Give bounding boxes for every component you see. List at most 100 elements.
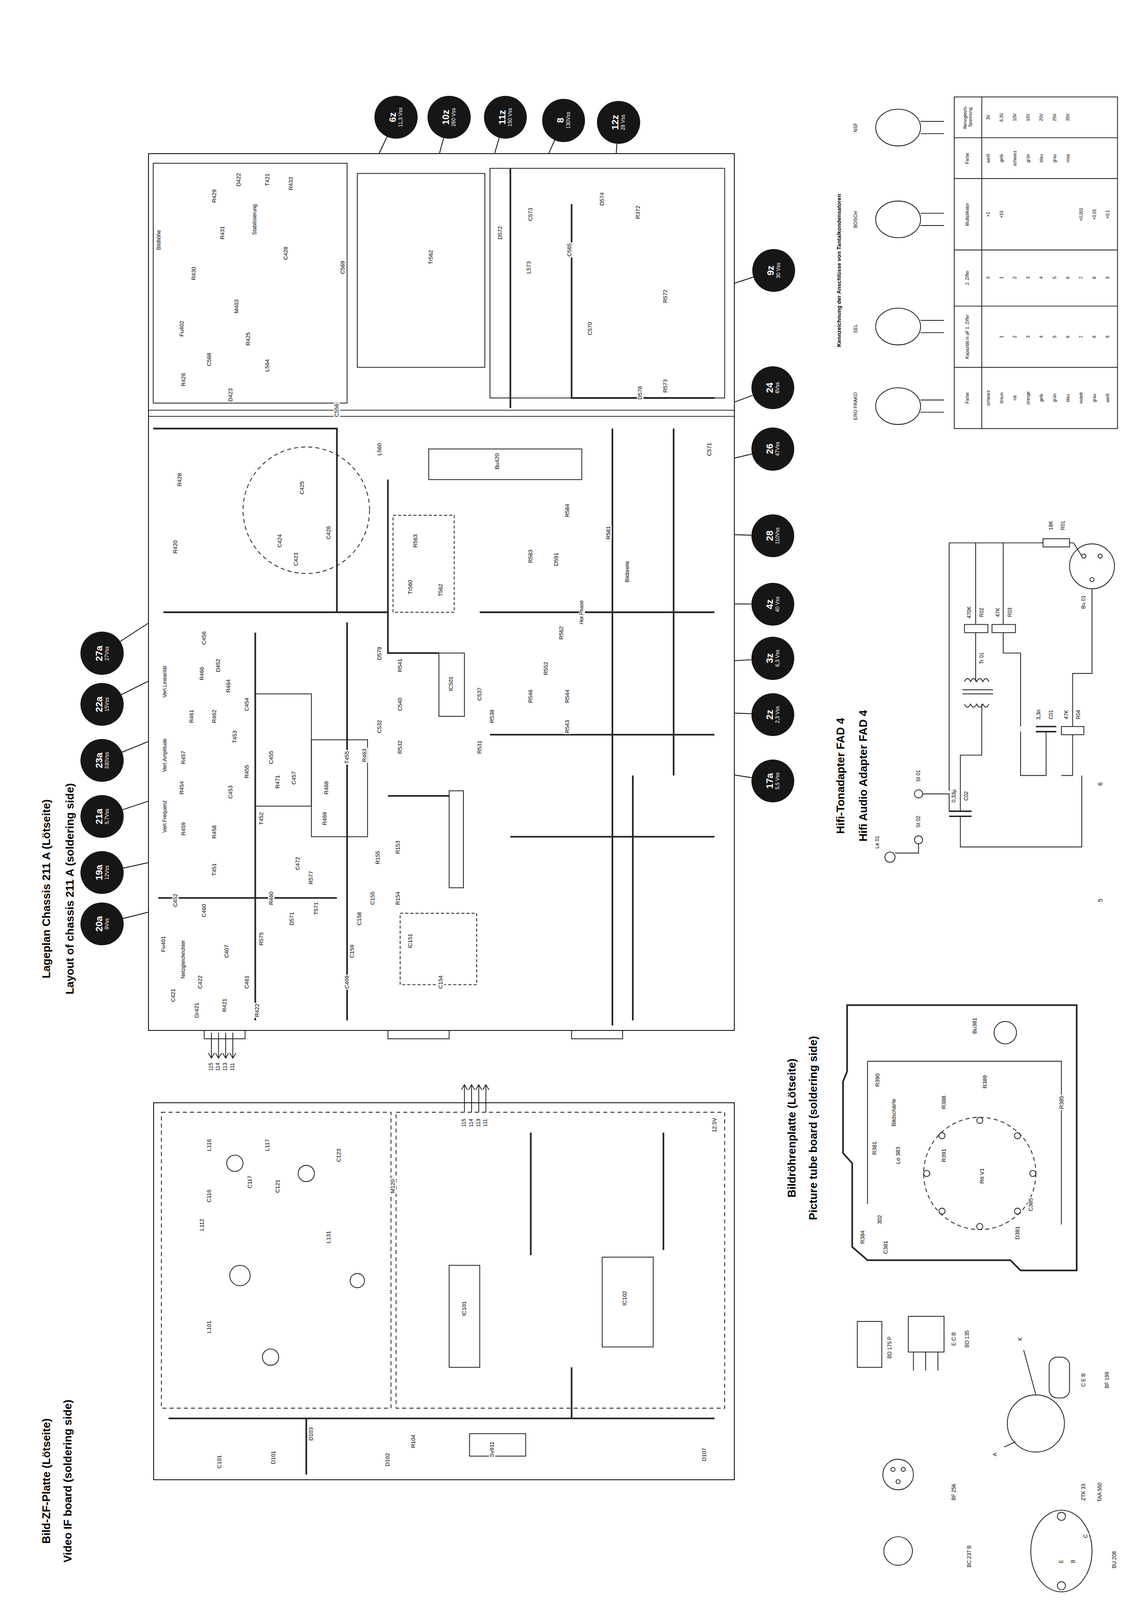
leader-line (122, 862, 148, 869)
part-label: BC 237 B (966, 1544, 973, 1569)
part-label: C425 (299, 480, 306, 496)
if-board-layout-part (396, 1112, 725, 1409)
oscillogram-voltage: 130Vss (565, 111, 572, 129)
picture-tube-board-layout-part (976, 1223, 983, 1230)
part-label: blau (1065, 393, 1071, 404)
part-label: L101 (206, 1319, 213, 1334)
oscillogram-voltage: 6Vss (774, 382, 781, 394)
leader-line (734, 603, 752, 605)
part-label: 12,5V (711, 1116, 718, 1134)
part-label: 2. Ziffer (964, 269, 971, 286)
picture-tube-board-layout-part (1029, 1170, 1036, 1177)
component-pinouts-part (913, 1352, 939, 1371)
part-label: R459 (180, 821, 188, 837)
component-pinouts-part (908, 1316, 945, 1352)
main-board-layout-part (400, 913, 477, 985)
oscillogram-circle: 11z150 Vss (483, 95, 527, 139)
part-label: IC102 (621, 1290, 628, 1307)
part-label: R433 (287, 176, 294, 192)
part-label: R454 (178, 780, 185, 796)
part-label: weiß (985, 152, 992, 164)
oscillogram-voltage: 11,3 Vss (398, 107, 404, 128)
part-label: TAA 550 (1097, 1481, 1104, 1503)
component-pinouts-part (901, 1467, 906, 1472)
part-label: Tr562 (427, 249, 434, 265)
part-label: BD 135 (964, 1329, 971, 1349)
part-label: R466 (198, 666, 206, 682)
part-label: NSF (852, 121, 859, 134)
part-label: R573 (662, 378, 669, 394)
component-pinouts-part (896, 1479, 901, 1485)
oscillogram-number: 2z (764, 706, 775, 724)
part-label: grau (1052, 153, 1058, 164)
part-label: R384 (859, 1229, 866, 1245)
part-label: R421 (221, 997, 228, 1013)
part-label: 115 (208, 1061, 215, 1072)
part-label: BU 208 (1111, 1550, 1118, 1570)
part-label: C472 (294, 855, 302, 871)
part-label: R03 (1007, 606, 1014, 618)
part-label: C116 (206, 1188, 213, 1204)
picture-tube-board-layout-part (938, 1132, 945, 1139)
part-label: R583 (527, 548, 535, 564)
part-label: R562 (558, 625, 565, 641)
part-label: A (992, 1451, 999, 1458)
oscillogram-circle: 22a15Vss (80, 682, 124, 726)
part-label: Bildhöhe (156, 228, 163, 251)
board-heading: Bildröhrenplatte (Lötseite) (785, 1058, 799, 1198)
part-label: 25V (1052, 112, 1058, 122)
leader-line (379, 136, 388, 154)
part-label: R468 (323, 780, 330, 796)
leader-line (122, 912, 149, 919)
oscillogram-text: 21a5,7Vss (94, 808, 110, 825)
oscillogram-voltage: 150 Vss (507, 108, 514, 127)
main-board-layout-part (148, 409, 735, 411)
part-label: D571 (288, 911, 296, 927)
part-label: C571 (706, 441, 713, 457)
part-label: Hifi-Tonadapter FAD 4 (834, 716, 848, 835)
if-board-layout-part (161, 1112, 392, 1409)
part-label: C532 (376, 719, 383, 735)
part-label: C421 (170, 987, 177, 1003)
part-label: R538 (488, 709, 496, 725)
leader-line (121, 681, 149, 695)
audio-adapter-schematic-part (914, 789, 923, 799)
part-label: 6 (1065, 334, 1071, 339)
part-label: Kapazität in pF 1. Ziffer (964, 308, 971, 366)
oscillogram-text: 20a9Vss (94, 915, 110, 932)
part-label: 3,3n (1036, 708, 1042, 721)
audio-adapter-schematic-part (964, 624, 989, 633)
audio-adapter-schematic-part (949, 726, 1057, 817)
part-label: SEL (852, 323, 859, 335)
part-label: 7 (1078, 334, 1084, 339)
main-board-layout-part (153, 163, 348, 404)
oscillogram-number: 8 (555, 111, 566, 129)
part-label: 16V (1025, 112, 1031, 122)
audio-adapter-schematic-part (991, 624, 1016, 633)
part-label: R390 (874, 1072, 882, 1088)
part-label: 470K (966, 605, 973, 620)
part-label: rot (1012, 394, 1018, 402)
part-label: R04 (1075, 709, 1082, 721)
part-label: 111 (229, 1061, 236, 1072)
oscillogram-text: 6z11,3 Vss (388, 107, 404, 128)
part-label: C123 (335, 1148, 342, 1164)
part-label: C154 (437, 974, 445, 990)
leader-line (616, 143, 618, 154)
part-label: Tr560 (406, 578, 414, 595)
part-label: weiß (1105, 392, 1111, 404)
component-pinouts (857, 1316, 1092, 1592)
oscillogram-circle: 27a27Vss (80, 631, 124, 675)
part-label: T562 (437, 582, 445, 598)
picture-tube-board-layout-part (843, 1005, 1077, 1271)
part-label: R552 (543, 661, 550, 677)
part-label: R455 (243, 764, 251, 780)
part-label: Nenngleich-Spannung (962, 97, 973, 137)
if-board-layout-part (461, 1084, 489, 1113)
part-label: C158 (356, 911, 363, 927)
part-label: C573 (527, 206, 535, 222)
oscillogram-voltage: 15Vss (104, 696, 110, 713)
part-label: St 01 (915, 768, 922, 783)
part-label: R462 (210, 709, 218, 725)
part-label: R581 (605, 525, 612, 541)
